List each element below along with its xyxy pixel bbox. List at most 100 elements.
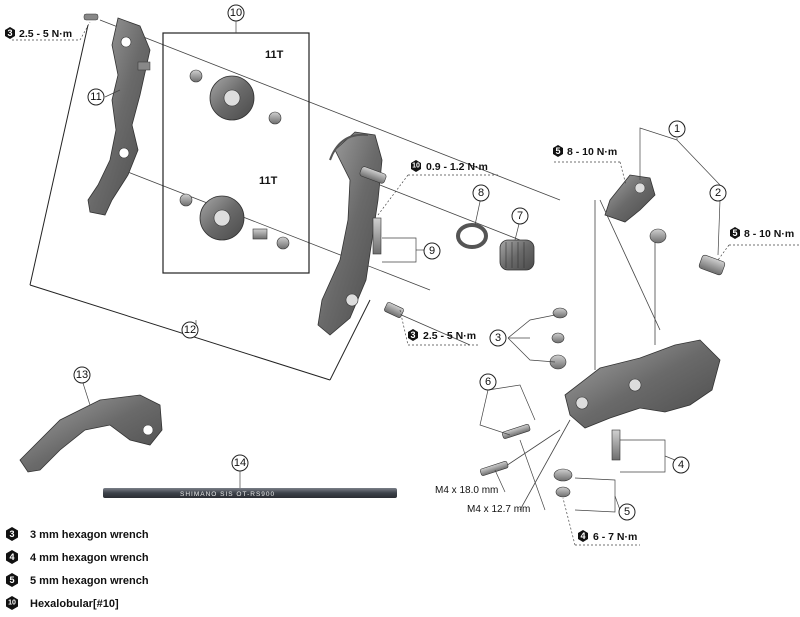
hex-5-legend-icon: 5: [6, 573, 18, 587]
svg-text:9: 9: [429, 245, 435, 257]
bolt-spec-long: M4 x 18.0 mm: [435, 485, 498, 496]
svg-text:Hexalobular[#10]: Hexalobular[#10]: [30, 598, 119, 610]
hex-4-badge-icon: 4: [578, 530, 588, 542]
outer-cage-plate: [317, 131, 383, 336]
callout-8: 8: [472, 184, 490, 202]
svg-text:3: 3: [7, 28, 12, 38]
torque-right-far: 5 8 - 10 N·m: [730, 227, 794, 240]
callout-6: 6: [479, 373, 497, 391]
hex-5-badge-icon: 5: [553, 145, 563, 157]
hexalobular-10-badge-icon: 10: [411, 160, 421, 172]
callout-2: 2: [709, 184, 727, 202]
part-13-chain-guide: [19, 394, 163, 473]
svg-text:2.5 - 5 N·m: 2.5 - 5 N·m: [19, 28, 72, 40]
svg-text:4 mm hexagon wrench: 4 mm hexagon wrench: [30, 552, 149, 564]
svg-text:13: 13: [76, 369, 88, 381]
torque-right-top: 5 8 - 10 N·m: [553, 145, 617, 158]
svg-text:14: 14: [234, 457, 246, 469]
hex-5-badge-icon: 5: [730, 227, 740, 239]
callout-7: 7: [511, 207, 529, 225]
part-14-shift-cable: SHIMANO SIS OT-RS900: [103, 488, 397, 498]
svg-text:4: 4: [678, 459, 684, 471]
svg-text:10: 10: [412, 163, 420, 170]
callout-4: 4: [672, 456, 690, 474]
pivot-bolt: [359, 166, 387, 184]
svg-text:11: 11: [90, 91, 101, 103]
svg-text:7: 7: [517, 210, 523, 222]
svg-text:6: 6: [485, 376, 491, 388]
svg-text:2.5 - 5 N·m: 2.5 - 5 N·m: [423, 330, 476, 342]
top-pulley-teeth-label: 11T: [265, 49, 284, 61]
callout-9: 9: [423, 242, 441, 260]
torque-hex10: 10 0.9 - 1.2 N·m: [411, 160, 488, 173]
hex-3-legend-icon: 3: [6, 527, 18, 541]
hexalobular-10-legend-icon: 10: [6, 596, 18, 610]
top-pulley-wheel: [209, 75, 255, 121]
part-4-body-bolt: [611, 429, 621, 461]
svg-text:8: 8: [478, 187, 484, 199]
svg-text:5: 5: [624, 506, 630, 518]
svg-text:3: 3: [495, 332, 501, 344]
callout-5: 5: [618, 503, 636, 521]
part-10-pulley-box: [162, 32, 310, 274]
hex-4-legend-icon: 4: [6, 550, 18, 564]
svg-text:2: 2: [715, 187, 721, 199]
part-2-mount-bolt: [698, 254, 726, 276]
svg-text:8 - 10 N·m: 8 - 10 N·m: [567, 146, 617, 158]
torque-leaders: [12, 21, 800, 546]
torque-bottom: 4 6 - 7 N·m: [578, 530, 637, 543]
callout-3: 3: [489, 329, 507, 347]
tool-legend: 3 3 mm hexagon wrench 4 4 mm hexagon wre…: [6, 527, 149, 610]
top-pulley-group: [189, 69, 282, 125]
svg-text:4: 4: [580, 531, 585, 541]
legend-item-3mm: 3 3 mm hexagon wrench: [6, 527, 149, 541]
cable-print: SHIMANO SIS OT-RS900: [180, 491, 275, 498]
svg-text:0.9 - 1.2 N·m: 0.9 - 1.2 N·m: [426, 161, 488, 173]
bottom-pulley-teeth-label: 11T: [259, 175, 278, 187]
callout-leaders: [81, 20, 721, 513]
svg-text:8 - 10 N·m: 8 - 10 N·m: [744, 228, 794, 240]
svg-text:5: 5: [9, 575, 14, 585]
callout-14: 14: [231, 454, 249, 472]
callout-12: 12: [181, 321, 199, 339]
part-1-mount-bracket: [604, 174, 667, 244]
part-3-adjust-bolts: [549, 307, 568, 370]
pulley-cage-bolt: [384, 302, 404, 318]
bottom-pulley-wheel: [199, 195, 245, 241]
legend-item-hexalobular: 10 Hexalobular[#10]: [6, 596, 119, 610]
torque-top-left: 3 2.5 - 5 N·m: [5, 27, 72, 40]
svg-text:5: 5: [732, 228, 737, 238]
legend-item-4mm: 4 4 mm hexagon wrench: [6, 550, 149, 564]
svg-text:5 mm hexagon wrench: 5 mm hexagon wrench: [30, 575, 149, 587]
bottom-pulley-group: [179, 193, 290, 250]
part-8-snap-ring: [456, 223, 488, 249]
svg-text:3 mm hexagon wrench: 3 mm hexagon wrench: [30, 529, 149, 541]
callout-11: 11: [87, 88, 105, 106]
callout-13: 13: [73, 366, 91, 384]
svg-text:3: 3: [410, 330, 415, 340]
part-5-cable-fixing-bolt: [553, 468, 573, 498]
part-7-spring: [499, 239, 535, 271]
part-6-link-bolts: [479, 424, 531, 476]
hex-3-badge-icon: 3: [5, 27, 15, 39]
torque-mid: 3 2.5 - 5 N·m: [408, 329, 476, 342]
svg-text:5: 5: [555, 146, 560, 156]
outer-cage-bracket: [29, 24, 371, 381]
assembly-axis-lines: [99, 19, 661, 511]
svg-text:12: 12: [184, 324, 196, 336]
callout-10: 10: [227, 4, 245, 22]
hex-3-badge-icon: 3: [408, 329, 418, 341]
callout-1: 1: [668, 120, 686, 138]
part-9-cage-screw: [372, 217, 382, 255]
svg-text:10: 10: [8, 600, 16, 607]
svg-text:3: 3: [9, 529, 14, 539]
svg-text:1: 1: [674, 123, 680, 135]
svg-text:6 - 7 N·m: 6 - 7 N·m: [593, 531, 637, 543]
svg-text:10: 10: [230, 7, 242, 19]
bolt-spec-short: M4 x 12.7 mm: [467, 504, 530, 515]
svg-text:4: 4: [9, 552, 14, 562]
legend-item-5mm: 5 5 mm hexagon wrench: [6, 573, 149, 587]
part-11-inner-cage-plate: [83, 13, 151, 216]
derailleur-main-body: [564, 339, 721, 429]
